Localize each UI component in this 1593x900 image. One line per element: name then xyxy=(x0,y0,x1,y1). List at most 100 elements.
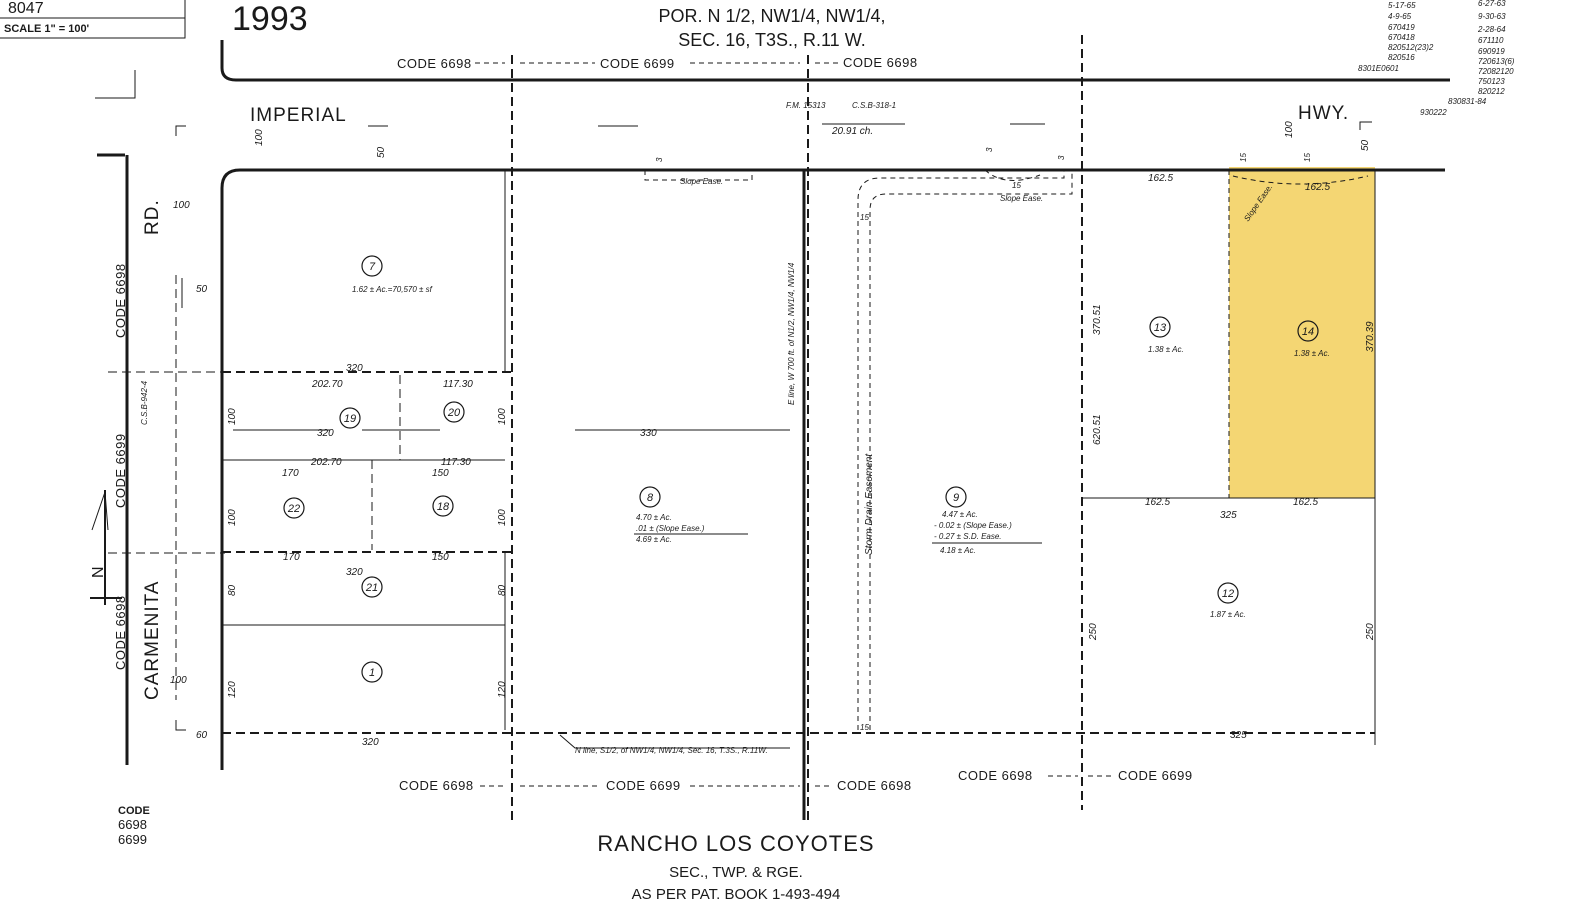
parcel-20[interactable]: 20 xyxy=(443,401,465,423)
n-line-label: N line, S1/2, of NW1/4, NW1/4, Sec. 16, … xyxy=(575,746,768,755)
chains-label: 20.91 ch. xyxy=(831,126,873,137)
svg-text:CODE 6699: CODE 6699 xyxy=(113,433,128,508)
svg-text:19: 19 xyxy=(344,413,356,425)
svg-text:202.70: 202.70 xyxy=(311,379,343,390)
svg-text:330: 330 xyxy=(640,428,657,439)
e-line-label: E line, W 700 ft. of N1/2, NW1/4, NW1/4 xyxy=(787,262,796,405)
svg-text:320: 320 xyxy=(362,737,379,748)
svg-text:9-30-63: 9-30-63 xyxy=(1478,12,1506,21)
svg-text:15: 15 xyxy=(860,723,869,732)
svg-text:3: 3 xyxy=(655,157,664,162)
svg-text:1.87 ± Ac.: 1.87 ± Ac. xyxy=(1210,610,1246,619)
svg-text:170: 170 xyxy=(282,468,299,479)
svg-text:820212: 820212 xyxy=(1478,87,1505,96)
svg-text:370.39: 370.39 xyxy=(1365,321,1376,352)
svg-text:- 0.02 ± (Slope Ease.): - 0.02 ± (Slope Ease.) xyxy=(934,521,1012,530)
svg-text:6699: 6699 xyxy=(118,832,147,847)
svg-text:Slope Ease.: Slope Ease. xyxy=(1000,194,1043,203)
svg-text:320: 320 xyxy=(317,428,334,439)
svg-text:117.30: 117.30 xyxy=(443,379,473,390)
csb-label: C.S.B-318-1 xyxy=(852,101,896,110)
parcel-19[interactable]: 19 xyxy=(339,407,361,429)
svg-text:CODE 6698: CODE 6698 xyxy=(397,56,472,71)
svg-text:820516: 820516 xyxy=(1388,53,1415,62)
left-code-labels: CODE 6698 CODE 6699 CODE 6698 xyxy=(113,263,128,670)
street-label-rd: RD. xyxy=(142,199,163,235)
svg-text:Slope Ease.: Slope Ease. xyxy=(680,177,723,186)
svg-text:162.5: 162.5 xyxy=(1293,497,1318,508)
svg-text:13: 13 xyxy=(1154,322,1167,334)
highlighted-parcel-14[interactable] xyxy=(1229,167,1375,498)
left-block-lines xyxy=(222,170,1375,734)
svg-text:CODE 6698: CODE 6698 xyxy=(958,768,1033,783)
svg-text:8: 8 xyxy=(647,492,654,504)
fm-label: F.M. 15313 xyxy=(786,101,826,110)
svg-text:162.5: 162.5 xyxy=(1148,173,1173,184)
svg-text:7: 7 xyxy=(369,261,376,273)
svg-text:15: 15 xyxy=(1239,153,1248,162)
parcel-14[interactable]: 14 1.38 ± Ac. xyxy=(1294,320,1330,358)
svg-text:120: 120 xyxy=(227,681,238,698)
svg-text:1.62 ± Ac.=70,570 ± sf: 1.62 ± Ac.=70,570 ± sf xyxy=(352,285,433,294)
svg-text:6-27-63: 6-27-63 xyxy=(1478,0,1506,8)
carmenita-rd-line xyxy=(97,153,129,765)
svg-text:CODE 6698: CODE 6698 xyxy=(843,55,918,70)
svg-text:100: 100 xyxy=(497,509,508,526)
svg-text:CODE 6699: CODE 6699 xyxy=(606,778,681,793)
parcel-12[interactable]: 12 1.87 ± Ac. xyxy=(1210,582,1246,619)
svg-text:620.51: 620.51 xyxy=(1092,414,1103,445)
title-line-1: POR. N 1/2, NW1/4, NW1/4, xyxy=(658,6,885,26)
svg-text:9: 9 xyxy=(953,492,959,504)
svg-text:3: 3 xyxy=(1057,155,1066,160)
top-road-line xyxy=(220,40,1450,82)
dimension-labels: 100 50 100 50 320 202.70 117.30 320 330 … xyxy=(170,121,1376,748)
svg-text:671110: 671110 xyxy=(1478,36,1504,45)
svg-text:830831-84: 830831-84 xyxy=(1448,97,1487,106)
svg-text:CODE 6698: CODE 6698 xyxy=(399,778,474,793)
svg-text:100: 100 xyxy=(254,129,265,146)
street-label-carmenita: CARMENITA xyxy=(142,581,163,700)
svg-text:250: 250 xyxy=(1088,623,1099,641)
svg-text:N: N xyxy=(90,566,107,578)
svg-text:170: 170 xyxy=(283,552,300,563)
parcel-9[interactable]: 9 4.47 ± Ac. - 0.02 ± (Slope Ease.) - 0.… xyxy=(932,486,1042,555)
svg-text:CODE 6698: CODE 6698 xyxy=(837,778,912,793)
svg-text:50: 50 xyxy=(376,146,387,158)
svg-text:80: 80 xyxy=(227,584,238,596)
parcel-1[interactable]: 1 xyxy=(361,661,383,683)
pat-book-label: AS PER PAT. BOOK 1-493-494 xyxy=(632,886,841,900)
svg-text:4.69 ± Ac.: 4.69 ± Ac. xyxy=(636,535,672,544)
rancho-label: RANCHO LOS COYOTES xyxy=(597,831,874,856)
parcel-8[interactable]: 8 4.70 ± Ac. .01 ± (Slope Ease.) 4.69 ± … xyxy=(634,486,748,544)
year-stamp: 1993 xyxy=(232,0,308,38)
svg-text:20: 20 xyxy=(447,407,461,419)
svg-text:150: 150 xyxy=(432,468,449,479)
parcel-13[interactable]: 13 1.38 ± Ac. xyxy=(1148,316,1184,354)
svg-text:750123: 750123 xyxy=(1478,77,1505,86)
scale-label: SCALE 1" = 100' xyxy=(4,23,90,35)
svg-text:15: 15 xyxy=(860,213,869,222)
svg-text:670419: 670419 xyxy=(1388,23,1415,32)
parcel-21[interactable]: 21 xyxy=(361,576,383,598)
svg-text:12: 12 xyxy=(1222,588,1234,600)
svg-text:250: 250 xyxy=(1365,623,1376,641)
svg-text:162.5: 162.5 xyxy=(1305,182,1330,193)
svg-text:930222: 930222 xyxy=(1420,108,1447,117)
svg-text:100: 100 xyxy=(497,408,508,425)
svg-text:202.70: 202.70 xyxy=(310,457,342,468)
svg-text:670418: 670418 xyxy=(1388,33,1415,42)
revision-dates: 5-17-65 4-9-65 670419 670418 820512(23)2… xyxy=(1358,0,1515,117)
imperial-hwy-frontage-line xyxy=(220,168,1445,770)
svg-text:- 0.27 ± S.D. Ease.: - 0.27 ± S.D. Ease. xyxy=(934,532,1002,541)
parcel-18[interactable]: 18 xyxy=(432,495,454,517)
svg-text:72082120: 72082120 xyxy=(1478,67,1514,76)
svg-text:4-9-65: 4-9-65 xyxy=(1388,12,1412,21)
parcel-7[interactable]: 7 1.62 ± Ac.=70,570 ± sf xyxy=(352,255,433,294)
bottom-code-labels: CODE 6698 CODE 6699 CODE 6698 CODE 6698 … xyxy=(399,768,1192,793)
svg-text:820512(23)2: 820512(23)2 xyxy=(1388,43,1434,52)
svg-text:14: 14 xyxy=(1302,326,1314,338)
svg-text:15: 15 xyxy=(1303,153,1312,162)
parcel-22[interactable]: 22 xyxy=(283,497,305,519)
svg-text:22: 22 xyxy=(287,503,300,515)
